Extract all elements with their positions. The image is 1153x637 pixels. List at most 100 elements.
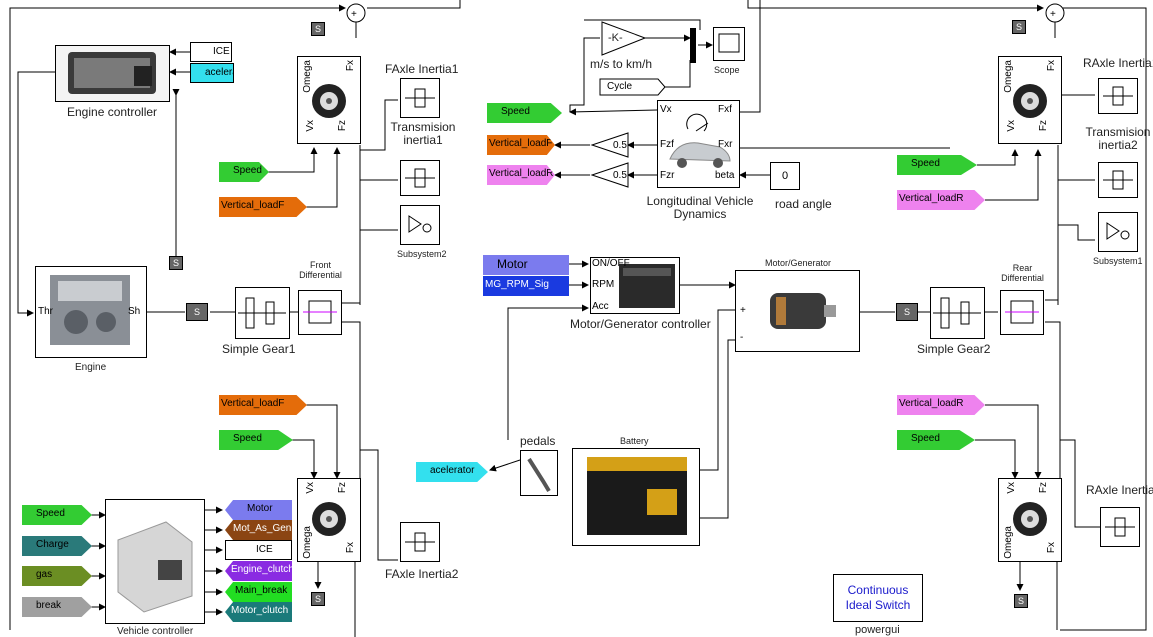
rwheel2-fx: Fx bbox=[1046, 542, 1057, 553]
speed-from-tag-rear-2[interactable]: Speed bbox=[897, 430, 975, 450]
vehicle-controller-block[interactable] bbox=[105, 499, 205, 624]
sum-block-front[interactable]: + bbox=[347, 4, 365, 22]
powergui-block[interactable]: Continuous Ideal Switch bbox=[833, 574, 923, 622]
motor-generator-block[interactable] bbox=[735, 270, 860, 352]
scope-label: Scope bbox=[714, 65, 740, 75]
sensor-s-mg[interactable]: S bbox=[896, 303, 918, 321]
rear-differential-block[interactable] bbox=[1000, 290, 1044, 335]
simple-gear2-block[interactable] bbox=[930, 287, 985, 339]
speed-from-tag-front-2[interactable]: Speed bbox=[219, 430, 293, 450]
simple-gear2-label: Simple Gear2 bbox=[917, 342, 990, 356]
mg-label: Motor/Generator bbox=[765, 258, 831, 268]
sensor-s-front[interactable]: S bbox=[311, 22, 325, 36]
engine-controller-block[interactable] bbox=[55, 45, 170, 102]
svg-text:+: + bbox=[1050, 9, 1056, 20]
break-from-tag[interactable]: break bbox=[22, 597, 92, 617]
vload-front-from-tag[interactable]: Vertical_loadF bbox=[219, 197, 307, 217]
ice-goto-tag[interactable]: ICE bbox=[190, 42, 232, 62]
faxle-inertia2-block[interactable] bbox=[400, 522, 440, 562]
main-break-goto-tag[interactable]: Main_break bbox=[225, 582, 292, 602]
differential-icon bbox=[299, 291, 341, 334]
mux-bar[interactable] bbox=[690, 28, 696, 63]
motor-from-tag[interactable]: Motor bbox=[483, 255, 569, 275]
sum-block-rear[interactable]: + bbox=[1046, 4, 1064, 22]
fwheel-fx-port: Fx bbox=[345, 60, 356, 71]
engine-label: Engine bbox=[75, 362, 106, 373]
subsystem2-block[interactable] bbox=[400, 205, 440, 245]
ms-kmh-label: m/s to km/h bbox=[590, 57, 652, 71]
fwheel2-fx: Fx bbox=[345, 542, 356, 553]
battery-block[interactable] bbox=[572, 448, 700, 546]
speed-goto-tag-lvd[interactable]: Speed bbox=[487, 103, 562, 123]
lvd-title: Longitudinal Vehicle Dynamics bbox=[630, 195, 770, 221]
mg-plus-port: + bbox=[740, 305, 746, 316]
rwheel2-omega: Omega bbox=[1003, 526, 1014, 559]
engine-clutch-goto-tag[interactable]: Engine_clutch bbox=[225, 561, 292, 581]
speed-from-tag-vc[interactable]: Speed bbox=[22, 505, 92, 525]
subsystem-icon bbox=[1099, 213, 1137, 251]
ecu-image bbox=[56, 46, 169, 101]
gear-icon bbox=[236, 288, 289, 338]
fwheel2-vx: Vx bbox=[305, 482, 316, 494]
rwheel-vx-port: Vx bbox=[1006, 120, 1017, 132]
gas-from-tag[interactable]: gas bbox=[22, 566, 92, 586]
vload-front-goto-tag[interactable]: Vertical_loadF bbox=[487, 135, 555, 155]
scope-block[interactable] bbox=[713, 27, 745, 61]
raxle-inertia2-label: RAxle Inertia2 bbox=[1086, 483, 1153, 497]
svg-text:+: + bbox=[351, 9, 357, 20]
raxle-inertia2-block[interactable] bbox=[1100, 507, 1140, 547]
lvd-vx: Vx bbox=[660, 104, 672, 115]
fwheel-vx-port: Vx bbox=[305, 120, 316, 132]
simple-gear1-label: Simple Gear1 bbox=[222, 342, 295, 356]
mg-rpm-from-tag[interactable]: MG_RPM_Sig bbox=[483, 276, 569, 296]
inertia-icon bbox=[401, 523, 439, 561]
vload-rear-goto-tag[interactable]: Vertical_loadR bbox=[487, 165, 555, 185]
lvd-beta: beta bbox=[715, 170, 734, 181]
pedals-block[interactable] bbox=[520, 450, 558, 496]
sensor-s-front2[interactable]: S bbox=[311, 592, 325, 606]
inertia-icon bbox=[1099, 163, 1137, 197]
pedals-label: pedals bbox=[520, 434, 555, 448]
faxle-inertia1-block[interactable] bbox=[400, 78, 440, 118]
vload-front-from-tag-2[interactable]: Vertical_loadF bbox=[219, 395, 307, 415]
fwheel-fz-port: Fz bbox=[337, 120, 348, 131]
fwheel-omega-port: Omega bbox=[302, 60, 313, 93]
vehicle-controller-label: Vehicle controller bbox=[117, 626, 193, 637]
sensor-s-engine[interactable]: S bbox=[169, 256, 183, 270]
road-angle-const[interactable]: 0 bbox=[770, 162, 800, 190]
pedal-icon bbox=[521, 451, 557, 495]
inertia-icon bbox=[1101, 508, 1139, 546]
front-differential-block[interactable] bbox=[298, 290, 342, 335]
speed-from-tag-rear[interactable]: Speed bbox=[897, 155, 977, 175]
front-differential-label: Front Differential bbox=[293, 260, 348, 280]
subsystem1-block[interactable] bbox=[1098, 212, 1138, 252]
faxle-inertia2-label: FAxle Inertia2 bbox=[385, 567, 458, 581]
differential-icon bbox=[1001, 291, 1043, 334]
mgc-rpm-port: RPM bbox=[592, 279, 614, 290]
engine-controller-label: Engine controller bbox=[67, 105, 157, 119]
simple-gear1-block[interactable] bbox=[235, 287, 290, 339]
sensor-s-rear[interactable]: S bbox=[1012, 20, 1026, 34]
lvd-fxr: Fxr bbox=[718, 139, 732, 150]
rwheel-omega-port: Omega bbox=[1003, 60, 1014, 93]
fwheel2-omega: Omega bbox=[302, 526, 313, 559]
accelerator-from-tag[interactable]: acelerator bbox=[416, 462, 488, 482]
sensor-s-rear2[interactable]: S bbox=[1014, 594, 1028, 608]
raxle-inertia1-block[interactable] bbox=[1098, 78, 1138, 114]
mg-minus-port: - bbox=[740, 332, 743, 343]
ice-goto-tag-2[interactable]: ICE bbox=[225, 540, 292, 560]
lvd-fzf: Fzf bbox=[660, 139, 674, 150]
transmission-inertia2-block[interactable] bbox=[1098, 162, 1138, 198]
transmission-inertia1-block[interactable] bbox=[400, 160, 440, 196]
speed-from-tag-front[interactable]: Speed bbox=[219, 162, 269, 182]
sensor-s-shaft[interactable]: S bbox=[186, 303, 208, 321]
mot-as-gen-goto-tag[interactable]: Mot_As_Gen bbox=[225, 520, 292, 540]
vload-rear-from-tag-2[interactable]: Vertical_loadR bbox=[897, 395, 985, 415]
motor-clutch-goto-tag[interactable]: Motor_clutch bbox=[225, 602, 292, 622]
charge-from-tag[interactable]: Charge bbox=[22, 536, 92, 556]
vload-rear-from-tag[interactable]: Vertical_loadR bbox=[897, 190, 985, 210]
motor-goto-tag[interactable]: Motor bbox=[225, 500, 292, 520]
rwheel2-vx: Vx bbox=[1006, 482, 1017, 494]
gain-k-label: -K- bbox=[608, 32, 623, 44]
accelerator-goto-tag[interactable]: acelerator bbox=[190, 63, 234, 83]
